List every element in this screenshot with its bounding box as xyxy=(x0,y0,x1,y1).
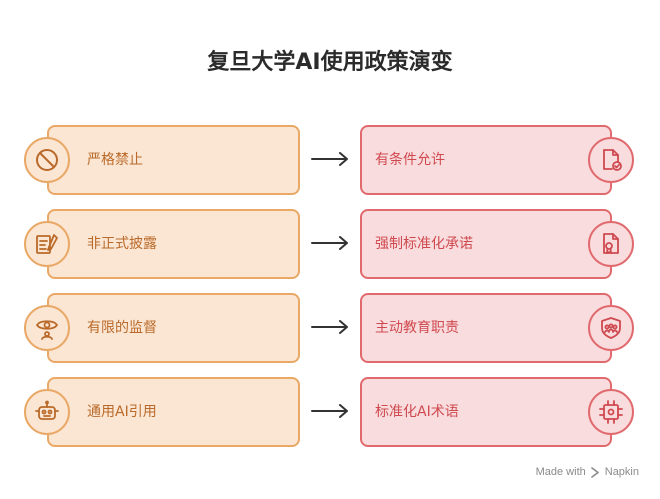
prohibited-icon xyxy=(24,137,70,183)
row-2: 非正式披露 强制标准化承诺 xyxy=(0,209,660,283)
napkin-logo-icon xyxy=(590,466,599,478)
row-3: 有限的监督 主动教育职责 xyxy=(0,293,660,367)
arrow-right-icon xyxy=(311,236,348,250)
right-card-2: 强制标准化承诺 xyxy=(360,209,612,279)
left-label-2: 非正式披露 xyxy=(87,236,157,252)
left-card-4: 通用AI引用 xyxy=(47,377,300,447)
row-4: 通用AI引用 标准化AI术语 xyxy=(0,377,660,451)
right-label-2: 强制标准化承诺 xyxy=(375,236,473,252)
row-1: 严格禁止 有条件允许 xyxy=(0,125,660,199)
right-card-1: 有条件允许 xyxy=(360,125,612,195)
left-label-1: 严格禁止 xyxy=(87,152,143,168)
left-card-3: 有限的监督 xyxy=(47,293,300,363)
arrow-right-icon xyxy=(311,152,348,166)
arrow-right-icon xyxy=(311,320,348,334)
made-with-napkin: Made with Napkin xyxy=(536,466,639,478)
right-label-3: 主动教育职责 xyxy=(375,320,459,336)
made-with-text: Made with xyxy=(535,466,586,478)
education-shield-icon xyxy=(588,305,634,351)
left-label-4: 通用AI引用 xyxy=(87,404,157,420)
left-label-3: 有限的监督 xyxy=(87,320,157,336)
approved-document-icon xyxy=(588,137,634,183)
ai-robot-icon xyxy=(24,389,70,435)
right-label-1: 有条件允许 xyxy=(375,152,445,168)
pencil-notes-icon xyxy=(24,221,70,267)
left-card-2: 非正式披露 xyxy=(47,209,300,279)
napkin-brand-text: Napkin xyxy=(604,466,639,478)
eye-observer-icon xyxy=(24,305,70,351)
right-card-3: 主动教育职责 xyxy=(360,293,612,363)
right-label-4: 标准化AI术语 xyxy=(375,404,459,420)
certificate-document-icon xyxy=(588,221,634,267)
page-title: 复旦大学AI使用政策演变 xyxy=(207,50,453,75)
right-card-4: 标准化AI术语 xyxy=(360,377,612,447)
left-card-1: 严格禁止 xyxy=(47,125,300,195)
circuit-chip-icon xyxy=(588,389,634,435)
arrow-right-icon xyxy=(311,404,348,418)
